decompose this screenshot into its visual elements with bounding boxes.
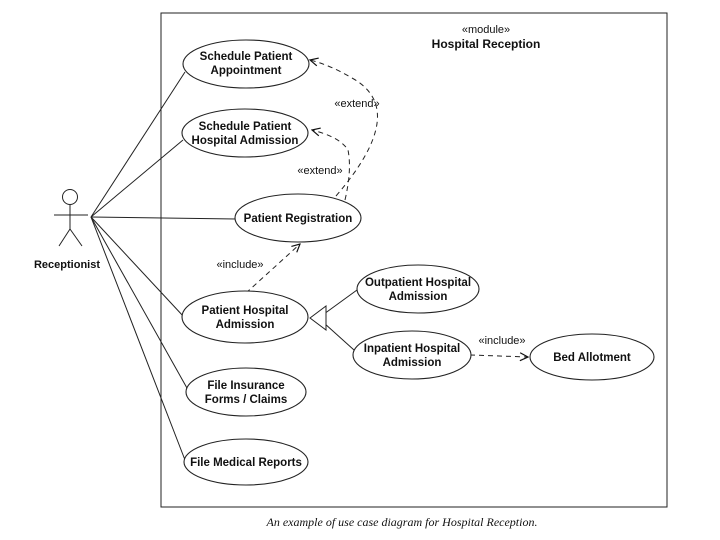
generalizations (309, 289, 358, 351)
include-label: «include» (478, 335, 525, 347)
extend-label: «extend» (297, 165, 342, 177)
use-case-label: Schedule Patient (200, 51, 293, 63)
use-case-patient-registration[interactable]: Patient Registration (234, 193, 362, 243)
actor-receptionist[interactable] (54, 189, 88, 247)
use-case-outpatient-admission[interactable]: Outpatient Hospital Admission (356, 264, 480, 314)
use-case-label: Appointment (211, 65, 282, 77)
use-case-inpatient-admission[interactable]: Inpatient Hospital Admission (352, 330, 472, 380)
actor-label: Receptionist (34, 259, 100, 271)
include-label: «include» (216, 259, 263, 271)
use-case-label: Inpatient Hospital (364, 343, 460, 355)
use-case-schedule-appointment[interactable]: Schedule Patient Appointment (182, 39, 310, 89)
use-case-label: File Insurance (207, 380, 284, 392)
actor-associations (90, 71, 237, 461)
use-case-label: Admission (216, 319, 275, 331)
use-case-label: Patient Registration (244, 213, 353, 225)
use-case-label: Bed Allotment (553, 352, 631, 364)
use-case-label: Patient Hospital (202, 305, 289, 317)
use-case-schedule-admission[interactable]: Schedule Patient Hospital Admission (181, 108, 309, 158)
actor-head-icon (62, 189, 78, 205)
use-case-label: Hospital Admission (192, 135, 299, 147)
use-case-file-medical-reports[interactable]: File Medical Reports (183, 438, 309, 486)
use-case-patient-admission[interactable]: Patient Hospital Admission (181, 290, 309, 344)
module-name: Hospital Reception (432, 37, 541, 51)
use-case-label: Schedule Patient (199, 121, 292, 133)
extend-label: «extend» (334, 98, 379, 110)
use-case-label: Admission (383, 357, 442, 369)
use-case-label: File Medical Reports (190, 457, 302, 469)
figure-caption: An example of use case diagram for Hospi… (266, 515, 538, 529)
system-boundary (160, 12, 668, 508)
use-case-bed-allotment[interactable]: Bed Allotment (529, 333, 655, 381)
module-stereotype: «module» (462, 24, 510, 36)
use-case-label: Admission (389, 291, 448, 303)
use-case-label: Outpatient Hospital (365, 277, 471, 289)
dependency-arrows (245, 60, 528, 357)
use-case-label: Forms / Claims (205, 394, 287, 406)
use-case-file-insurance[interactable]: File Insurance Forms / Claims (185, 367, 307, 417)
